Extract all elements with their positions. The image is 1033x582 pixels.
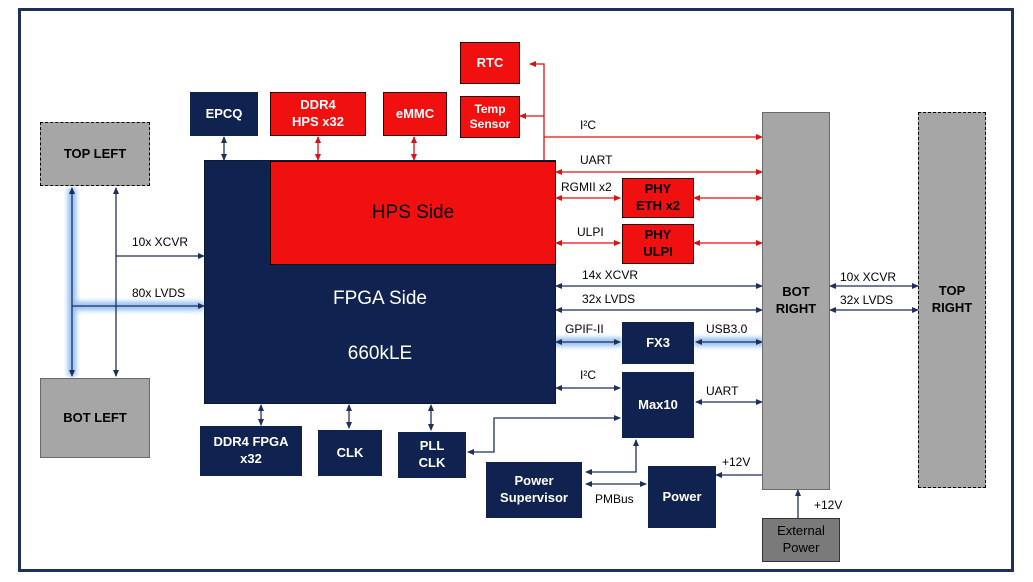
temp-label-2: Sensor <box>469 117 511 131</box>
power-supervisor-block: Power Supervisor <box>486 462 582 518</box>
phy-eth-block: PHY ETH x2 <box>622 178 694 218</box>
top-left-label: TOP LEFT <box>63 145 127 161</box>
temp-label-1: Temp <box>474 102 506 116</box>
fpga-le-label: 660kLE <box>347 342 413 364</box>
rtc-block: RTC <box>460 42 520 84</box>
top-right-label-2: RIGHT <box>931 300 973 315</box>
i2c-max-label: I²C <box>580 368 596 382</box>
pmbus-label: PMBus <box>595 492 634 506</box>
ext-label-1: External <box>777 523 825 539</box>
bot-right-block: BOT RIGHT <box>762 112 830 490</box>
bot-right-label-1: BOT <box>782 284 810 300</box>
ext-label-2: Power <box>782 540 820 555</box>
bot-left-block: BOT LEFT <box>40 378 150 458</box>
uart-top-label: UART <box>580 153 613 167</box>
epcq-block: EPCQ <box>190 92 258 136</box>
max10-block: Max10 <box>622 372 694 438</box>
ddr4-fpga-block: DDR4 FPGA x32 <box>200 426 302 476</box>
rtc-label: RTC <box>476 54 504 70</box>
external-power-block: External Power <box>762 518 840 562</box>
top-right-block: TOP RIGHT <box>918 112 986 488</box>
fx3-label: FX3 <box>646 334 670 350</box>
psup-label-1: Power <box>514 473 554 489</box>
uart-max-label: UART <box>706 384 739 398</box>
xcvr14-label: 14x XCVR <box>582 268 639 282</box>
lvds32-label: 32x LVDS <box>582 292 636 306</box>
bot-left-label: BOT LEFT <box>63 409 127 425</box>
top-right-label-1: TOP <box>938 283 966 299</box>
epcq-label: EPCQ <box>205 105 243 121</box>
usb3-label: USB3.0 <box>706 322 748 336</box>
bot-right-label-2: RIGHT <box>775 301 817 316</box>
ddr4-hps-block: DDR4 HPS x32 <box>270 92 366 136</box>
power-block: Power <box>648 466 716 528</box>
emmc-label: eMMC <box>395 105 435 121</box>
phy-ulpi-label-1: PHY <box>644 227 672 243</box>
left-lvds-label: 80x LVDS <box>132 286 186 300</box>
fpga-le-count: 660kLE <box>270 340 490 368</box>
power-label: Power <box>662 488 702 504</box>
clk-block: CLK <box>318 430 382 476</box>
i2c-top-label: I²C <box>580 118 596 132</box>
fpga-side-title: FPGA Side <box>270 285 490 313</box>
v12-ext-label: +12V <box>814 498 843 512</box>
right-lvds-label: 32x LVDS <box>840 293 894 307</box>
right-xcvr-label: 10x XCVR <box>840 270 897 284</box>
pll-clk-block: PLL CLK <box>398 432 466 478</box>
top-left-block: TOP LEFT <box>40 122 150 186</box>
ddr4-fpga-label-1: DDR4 FPGA <box>213 434 289 450</box>
pll-label-2: CLK <box>418 455 446 470</box>
fx3-block: FX3 <box>622 322 694 364</box>
fpga-side-label: FPGA Side <box>333 287 427 309</box>
psup-label-2: Supervisor <box>500 490 568 505</box>
phy-eth-label-1: PHY <box>644 181 672 197</box>
gpif-label: GPIF-II <box>565 322 604 336</box>
temp-sensor-block: Temp Sensor <box>460 96 520 138</box>
pll-label-1: PLL <box>419 438 445 454</box>
phy-ulpi-label-2: ULPI <box>643 244 673 259</box>
ddr4-hps-label-1: DDR4 <box>300 97 336 113</box>
phy-ulpi-block: PHY ULPI <box>622 224 694 264</box>
ulpi-label: ULPI <box>577 225 604 239</box>
hps-side-label: HPS Side <box>371 201 455 223</box>
emmc-block: eMMC <box>383 92 447 136</box>
clk-label: CLK <box>336 444 364 460</box>
left-xcvr-label: 10x XCVR <box>132 235 189 249</box>
max10-label: Max10 <box>638 396 678 412</box>
rgmii-label: RGMII x2 <box>561 180 612 194</box>
phy-eth-label-2: ETH x2 <box>635 198 681 213</box>
ddr4-fpga-label-2: x32 <box>240 451 262 466</box>
ddr4-hps-label-2: HPS x32 <box>291 114 345 129</box>
hps-block: HPS Side <box>270 161 556 265</box>
v12-power-label: +12V <box>722 455 751 469</box>
